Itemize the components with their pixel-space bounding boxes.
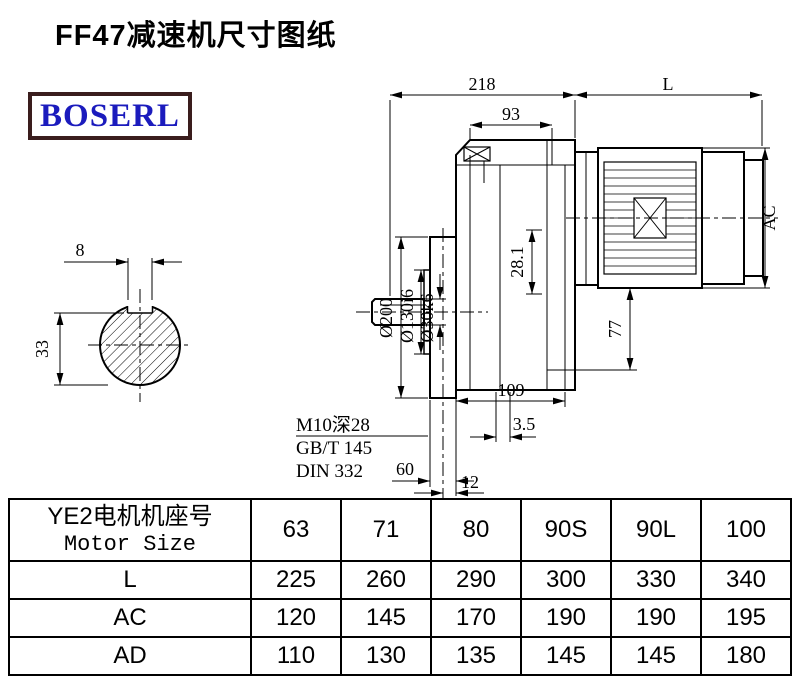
dim-8-label: 8 [76,240,85,260]
dim-28-1-label: 28.1 [507,246,527,278]
row-label: AC [8,598,252,638]
dim-33-label: 33 [32,340,52,358]
motor-size-label-en: Motor Size [63,532,197,557]
dim-3-5-label: 3.5 [513,414,536,434]
dim-200-label: Ø200 [376,298,396,338]
dim-L-label: L [663,74,674,94]
column-header: 80 [430,498,522,562]
column-header: 63 [250,498,342,562]
table-cell: 120 [250,598,342,638]
row-label: AD [8,636,252,676]
table-cell: 135 [430,636,522,676]
table-cell: 300 [520,560,612,600]
page-title: FF47减速机尺寸图纸 [55,20,337,52]
table-cell: 260 [340,560,432,600]
boserl-logo: BOSERL [28,92,192,140]
note-gbt-145: GB/T 145 [296,438,372,459]
table-cell: 180 [700,636,792,676]
bolt-head [463,146,491,162]
column-header: 100 [700,498,792,562]
table-cell: 145 [340,598,432,638]
technical-drawing: 218 L 93 AC 8 33 Ø200 Ø130i6 Ø30k6 28.1 … [32,74,779,500]
table-cell: 145 [610,636,702,676]
note-din-332: DIN 332 [296,461,363,482]
dim-12-label: 12 [461,472,479,492]
keyway-cut [127,299,153,313]
table-cell: 190 [520,598,612,638]
note-tap-hole: M10深28 [296,414,370,436]
dim-93-label: 93 [502,104,520,124]
dim-130-label: Ø130i6 [397,289,417,343]
dim-60-label: 60 [396,459,414,479]
column-header: 71 [340,498,432,562]
table-cell: 195 [700,598,792,638]
dim-AC-label: AC [759,205,779,230]
table-cell: 330 [610,560,702,600]
dim-109-label: 109 [498,380,525,400]
dim-30-label: Ø30k6 [417,294,437,343]
table-cell: 130 [340,636,432,676]
table-cell: 190 [610,598,702,638]
gearbox-outline [371,139,576,399]
table-cell: 145 [520,636,612,676]
table-cell: 110 [250,636,342,676]
dim-218-label: 218 [469,74,496,94]
dim-77-label: 77 [605,320,625,338]
table-row-AC: AC 120 145 170 190 190 195 [8,598,792,638]
motor-size-label-cn: YE2电机机座号 [47,503,213,530]
centerlines [88,217,778,500]
motor-size-table: YE2电机机座号 Motor Size 63 71 80 90S 90L 100… [8,498,792,676]
motor-size-header-cell: YE2电机机座号 Motor Size [8,498,252,562]
housing-detail-lines [380,140,575,390]
housing-outline [455,139,576,391]
table-row-L: L 225 260 290 300 330 340 [8,560,792,600]
table-cell: 290 [430,560,522,600]
column-header: 90L [610,498,702,562]
table-cell: 225 [250,560,342,600]
table-header-row: YE2电机机座号 Motor Size 63 71 80 90S 90L 100 [8,498,792,562]
table-row-AD: AD 110 130 135 145 145 180 [8,636,792,676]
column-header: 90S [520,498,612,562]
table-cell: 170 [430,598,522,638]
boserl-logo-text: BOSERL [40,97,180,134]
row-label: L [8,560,252,600]
table-cell: 340 [700,560,792,600]
